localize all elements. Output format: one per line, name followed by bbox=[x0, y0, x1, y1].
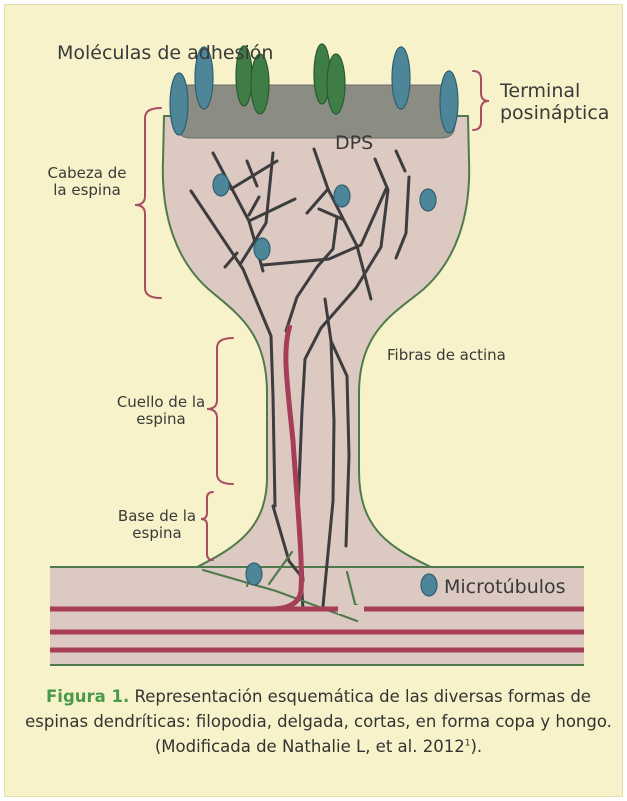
postsynaptic-terminal-label: Terminal posináptica bbox=[500, 81, 615, 125]
caption-figure-label: Figura 1. bbox=[46, 687, 129, 706]
adhesion-molecule bbox=[392, 47, 410, 109]
microtubules-label: Microtúbulos bbox=[444, 577, 566, 599]
adhesion-molecule bbox=[327, 54, 345, 114]
head-bracket bbox=[135, 108, 161, 298]
adhesion-molecule bbox=[440, 71, 458, 133]
adhesion-molecule bbox=[170, 73, 188, 135]
vesicle bbox=[334, 185, 350, 207]
caption-suffix: ). bbox=[470, 737, 482, 756]
figure-panel: Moléculas de adhesión Terminal posinápti… bbox=[4, 4, 623, 797]
vesicle bbox=[420, 189, 436, 211]
neck-bracket bbox=[207, 338, 233, 484]
adhesion-molecules-label: Moléculas de adhesión bbox=[57, 43, 273, 65]
terminal-bracket bbox=[473, 71, 489, 130]
spine-body bbox=[163, 116, 469, 567]
vesicle bbox=[213, 174, 229, 196]
vesicle bbox=[246, 563, 262, 585]
vesicle bbox=[254, 238, 270, 260]
spine-neck-label: Cuello de la espina bbox=[115, 394, 207, 429]
microtubule-legend-icon bbox=[421, 574, 437, 596]
actin-fibers-label: Fibras de actina bbox=[387, 347, 506, 364]
microtubule-gap bbox=[338, 605, 364, 614]
spine-base-label: Base de la espina bbox=[107, 508, 207, 543]
psd-label: DPS bbox=[335, 133, 373, 155]
figure-caption: Figura 1. Representación esquemática de … bbox=[25, 684, 612, 759]
spine-head-label: Cabeza de la espina bbox=[41, 165, 133, 200]
